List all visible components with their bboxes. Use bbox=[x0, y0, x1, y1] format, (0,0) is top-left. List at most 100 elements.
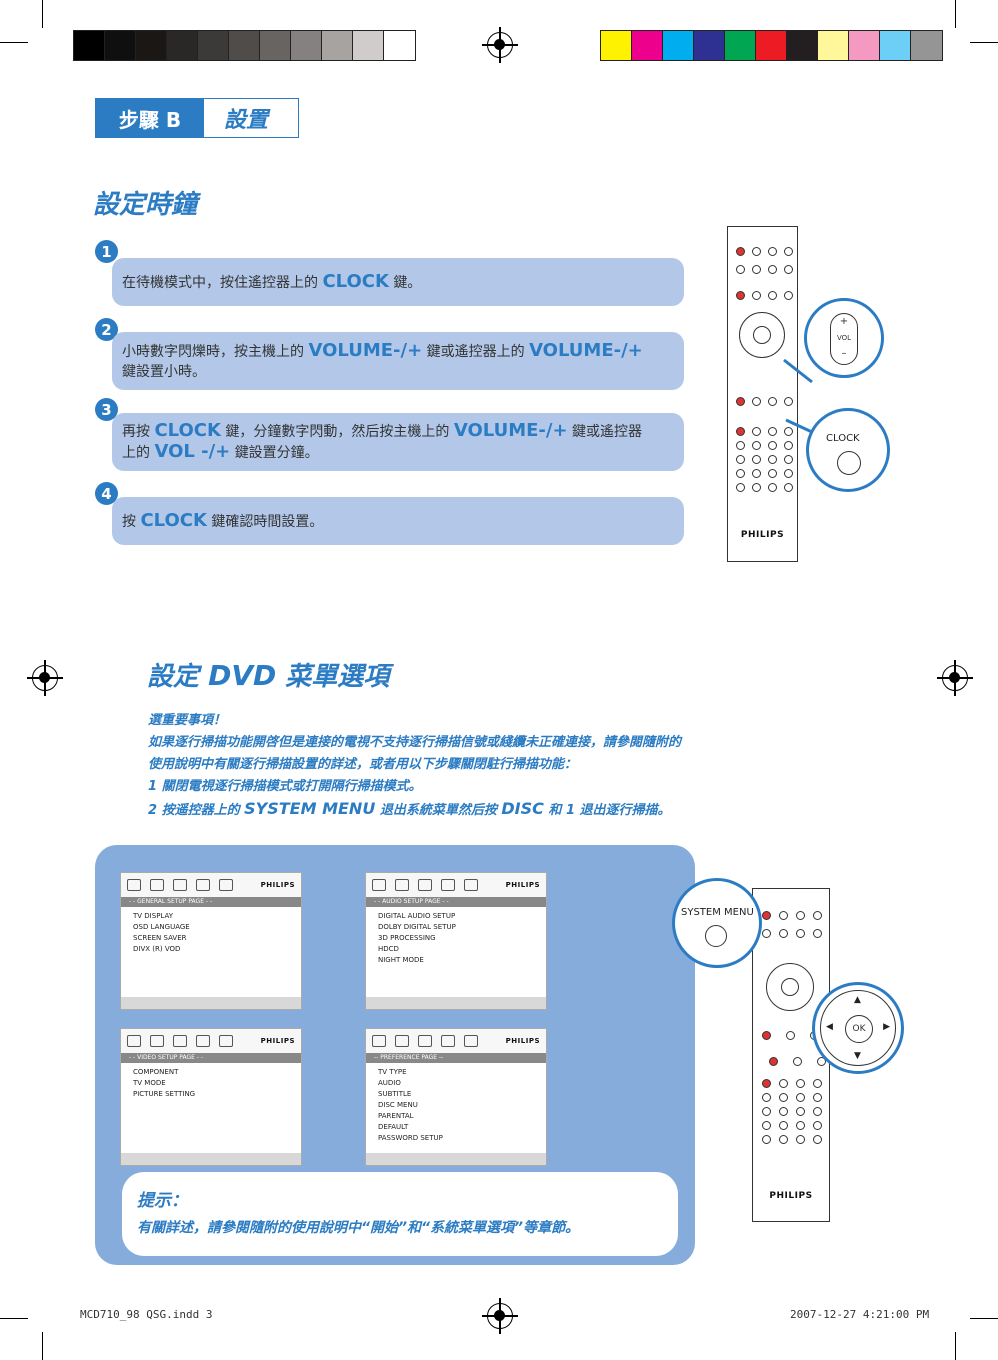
step-text: 鍵設置小時。 bbox=[122, 363, 206, 380]
screen-footer bbox=[121, 997, 301, 1009]
remote-button-icon bbox=[784, 455, 793, 464]
menu-item: DEFAULT bbox=[378, 1123, 409, 1131]
color-swatch bbox=[229, 31, 260, 60]
vol-callout: + VOL – bbox=[804, 298, 884, 378]
note-text: 2 按遥控器上的 bbox=[148, 803, 240, 818]
key-label: VOLUME-/+ bbox=[453, 420, 568, 441]
menu-item: TV MODE bbox=[133, 1079, 166, 1087]
step-number-2: 2 bbox=[95, 318, 118, 341]
menu-item: COMPONENT bbox=[133, 1068, 179, 1076]
philips-logo: PHILIPS bbox=[260, 1037, 295, 1045]
note-text: 和 1 退出逐行掃描。 bbox=[548, 803, 671, 818]
preference-icon bbox=[441, 879, 455, 891]
video-setup-screen: PHILIPS - - VIDEO SETUP PAGE - - COMPONE… bbox=[120, 1028, 302, 1166]
remote-button-icon bbox=[779, 1107, 788, 1116]
remote-button-icon bbox=[784, 469, 793, 478]
arrow-left-icon: ◀ bbox=[826, 1022, 833, 1032]
note-text: 退出系統菜單然后按 bbox=[379, 803, 497, 818]
crop-mark bbox=[0, 1318, 28, 1319]
step-text-1: 在待機模式中，按住遙控器上的 CLOCK 鍵。 bbox=[122, 271, 421, 293]
registration-mark bbox=[482, 1298, 518, 1334]
key-label: VOLUME-/+ bbox=[529, 339, 643, 361]
step-number-3: 3 bbox=[95, 398, 118, 421]
crop-mark bbox=[970, 1318, 998, 1319]
menu-items: TV TYPE AUDIO SUBTITLE DISC MENU PARENTA… bbox=[366, 1063, 546, 1153]
remote-button-icon bbox=[813, 1135, 822, 1144]
gray-color-bar bbox=[73, 30, 416, 61]
menu-items: COMPONENT TV MODE PICTURE SETTING bbox=[121, 1063, 301, 1153]
screen-title: - - GENERAL SETUP PAGE - - bbox=[121, 897, 301, 907]
remote-button-icon bbox=[752, 291, 761, 300]
gear-icon bbox=[372, 879, 386, 891]
key-label: SYSTEM MENU bbox=[244, 799, 376, 818]
step-text: 上的 bbox=[122, 445, 150, 461]
note-line: 如果逐行掃描功能開啓但是連接的電視不支持逐行掃描信號或綫纜未正確連接，請參閱隨附… bbox=[148, 735, 682, 750]
remote-button-icon bbox=[768, 397, 777, 406]
gear-icon bbox=[372, 1035, 386, 1047]
remote-button-icon bbox=[779, 1135, 788, 1144]
step-text-4: 按 CLOCK 鍵確認時間設置。 bbox=[122, 510, 324, 532]
remote-button-icon bbox=[784, 397, 793, 406]
speaker-icon bbox=[150, 879, 164, 891]
crop-mark bbox=[42, 0, 43, 28]
screen-toolbar: PHILIPS bbox=[366, 873, 546, 897]
color-swatch bbox=[880, 31, 911, 60]
remote-button-icon bbox=[779, 911, 788, 920]
step-text: 在待機模式中，按住遙控器上的 bbox=[122, 274, 318, 291]
remote-button-icon bbox=[784, 291, 793, 300]
step-text: 鍵或遙控器 bbox=[572, 424, 643, 440]
ok-label: OK bbox=[845, 1015, 873, 1043]
remote-button-icon bbox=[736, 441, 745, 450]
color-swatch bbox=[322, 31, 353, 60]
color-swatch bbox=[818, 31, 849, 60]
preference-icon bbox=[196, 1035, 210, 1047]
vol-label: VOL bbox=[836, 334, 852, 342]
remote-button-icon bbox=[793, 1057, 802, 1066]
step-title: 設置 bbox=[224, 108, 269, 133]
remote-control-illustration: PHILIPS bbox=[752, 888, 830, 1222]
step-text: 鍵確認時間設置。 bbox=[211, 513, 324, 530]
menu-item: 3D PROCESSING bbox=[378, 934, 436, 942]
screen-footer bbox=[366, 997, 546, 1009]
remote-button-icon bbox=[736, 483, 745, 492]
remote-button-icon bbox=[768, 265, 777, 274]
color-swatch bbox=[787, 31, 818, 60]
speaker-icon bbox=[150, 1035, 164, 1047]
remote-button-icon bbox=[736, 291, 745, 300]
remote-button-icon bbox=[752, 397, 761, 406]
remote-button-icon bbox=[796, 929, 805, 938]
registration-mark bbox=[27, 660, 63, 696]
remote-button-icon bbox=[796, 1079, 805, 1088]
crop-mark bbox=[970, 42, 998, 43]
step-text: 鍵設置分鐘。 bbox=[234, 445, 319, 461]
color-swatch bbox=[849, 31, 880, 60]
arrow-down-icon: ▼ bbox=[854, 1051, 861, 1061]
remote-control-illustration: PHILIPS bbox=[727, 226, 798, 562]
remote-button-icon bbox=[813, 1107, 822, 1116]
color-swatch bbox=[136, 31, 167, 60]
registration-mark bbox=[937, 660, 973, 696]
step-text: 按 bbox=[122, 513, 136, 530]
remote-button-icon bbox=[768, 247, 777, 256]
preference-screen: PHILIPS -- PREFERENCE PAGE -- TV TYPE AU… bbox=[365, 1028, 547, 1166]
remote-button-icon bbox=[786, 1031, 795, 1040]
menu-item: NIGHT MODE bbox=[378, 956, 424, 964]
remote-button-icon bbox=[762, 1079, 771, 1088]
crop-mark bbox=[0, 42, 28, 43]
screen-footer bbox=[121, 1153, 301, 1165]
remote-button-icon bbox=[736, 247, 745, 256]
remote-button-icon bbox=[813, 1093, 822, 1102]
file-info: MCD710_98 QSG.indd 3 bbox=[80, 1308, 213, 1321]
ok-dpad-icon: OK ▲ ▼ ◀ ▶ bbox=[820, 990, 896, 1066]
ok-callout: OK ▲ ▼ ◀ ▶ bbox=[812, 982, 904, 1074]
remote-button-icon bbox=[796, 1093, 805, 1102]
heading-part: 菜單選項 bbox=[285, 662, 390, 692]
menu-items: TV DISPLAY OSD LANGUAGE SCREEN SAVER DIV… bbox=[121, 907, 301, 997]
exit-icon bbox=[464, 879, 478, 891]
philips-logo: PHILIPS bbox=[505, 881, 540, 889]
remote-button-icon bbox=[796, 911, 805, 920]
general-setup-screen: PHILIPS - - GENERAL SETUP PAGE - - TV DI… bbox=[120, 872, 302, 1010]
dpad-icon bbox=[739, 312, 785, 358]
preference-icon bbox=[196, 879, 210, 891]
remote-button-icon bbox=[813, 1079, 822, 1088]
